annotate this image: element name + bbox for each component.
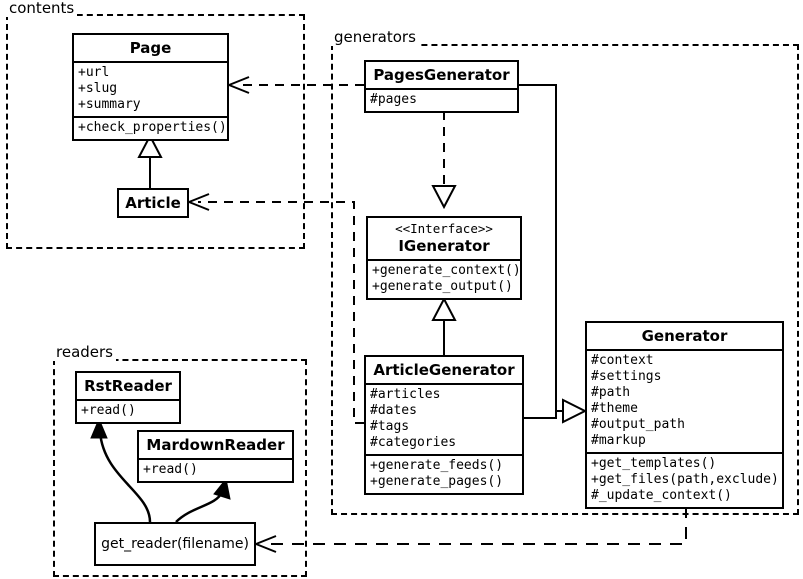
class-name-rstreader: RstReader: [84, 377, 172, 395]
attribute-item: #categories: [370, 435, 457, 450]
generators-package-label: generators: [331, 29, 419, 46]
attribute-item: +slug: [78, 81, 118, 96]
attribute-item: #dates: [370, 403, 417, 418]
attribute-item: +summary: [78, 97, 141, 112]
class-name-generator: Generator: [641, 327, 728, 345]
class-stereotype-igenerator: <<Interface>>: [395, 221, 493, 236]
methods-section-igenerator: +generate_context() +generate_output(): [368, 261, 521, 298]
methods-section-articlegenerator: +generate_feeds() +generate_pages(): [366, 456, 522, 493]
class-box-mardownreader[interactable]: MardownReader +read(): [137, 430, 294, 483]
attributes-section-generator: #context #settings #path #theme #output_…: [587, 351, 782, 452]
contents-package-border: [6, 14, 305, 249]
attribute-item: #output_path: [591, 417, 685, 432]
attribute-item: #markup: [591, 433, 646, 448]
attributes-section-articlegenerator: #articles #dates #tags #categories: [366, 385, 522, 454]
methods-section-generator: +get_templates() +get_files(path,exclude…: [587, 454, 782, 507]
attribute-item: #path: [591, 385, 631, 400]
attribute-item: #articles: [370, 387, 441, 402]
class-box-articlegenerator[interactable]: ArticleGenerator #articles #dates #tags …: [364, 355, 524, 495]
attribute-item: +url: [78, 65, 110, 80]
divider: [139, 458, 292, 460]
method-item: #_update_context(): [591, 488, 732, 503]
class-name-igenerator: IGenerator: [398, 237, 490, 255]
class-name-articlegenerator: ArticleGenerator: [373, 361, 515, 379]
attribute-item: #tags: [370, 419, 410, 434]
readers-package-border: [53, 359, 307, 577]
attribute-item: #settings: [591, 369, 662, 384]
divider: [74, 61, 227, 63]
class-box-pagesgenerator[interactable]: PagesGenerator #pages: [364, 60, 519, 113]
method-item: +read(): [81, 403, 136, 418]
class-box-article[interactable]: Article: [117, 188, 189, 218]
function-name-get-reader: get_reader(filename): [101, 536, 249, 552]
methods-section-rstreader: +read(): [77, 401, 179, 422]
class-name-pagesgenerator: PagesGenerator: [373, 66, 510, 84]
attribute-item: #theme: [591, 401, 638, 416]
attribute-item: #pages: [370, 92, 417, 107]
method-item: +get_templates(): [591, 456, 717, 471]
method-item: +generate_pages(): [370, 474, 504, 489]
method-item: +check_properties(): [78, 120, 227, 135]
divider: [587, 349, 782, 351]
attribute-item: #context: [591, 353, 654, 368]
method-item: +get_files(path,exclude): [591, 472, 779, 487]
method-item: +generate_context(): [372, 263, 521, 278]
method-item: +generate_output(): [372, 279, 513, 294]
methods-section-page: +check_properties(): [74, 118, 227, 139]
methods-section-mardownreader: +read(): [139, 460, 292, 481]
class-box-rstreader[interactable]: RstReader +read(): [75, 371, 181, 424]
divider: [74, 116, 227, 118]
class-box-page[interactable]: Page +url +slug +summary +check_properti…: [72, 33, 229, 141]
method-item: +generate_feeds(): [370, 458, 504, 473]
class-name-page: Page: [129, 39, 172, 57]
divider: [77, 399, 179, 401]
attributes-section-pagesgenerator: #pages: [366, 90, 517, 111]
function-box-get-reader[interactable]: get_reader(filename): [94, 522, 256, 566]
attributes-section-page: +url +slug +summary: [74, 63, 227, 116]
divider: [368, 259, 520, 261]
method-item: +read(): [143, 462, 198, 477]
class-box-igenerator[interactable]: <<Interface>> IGenerator +generate_conte…: [366, 216, 522, 300]
divider: [366, 383, 522, 385]
class-name-article: Article: [125, 194, 181, 212]
divider: [366, 88, 517, 90]
class-box-generator[interactable]: Generator #context #settings #path #them…: [585, 321, 784, 509]
contents-package-label: contents: [6, 0, 78, 17]
readers-package-label: readers: [53, 344, 116, 361]
divider: [587, 452, 782, 454]
divider: [366, 454, 522, 456]
class-name-mardownreader: MardownReader: [146, 436, 285, 454]
